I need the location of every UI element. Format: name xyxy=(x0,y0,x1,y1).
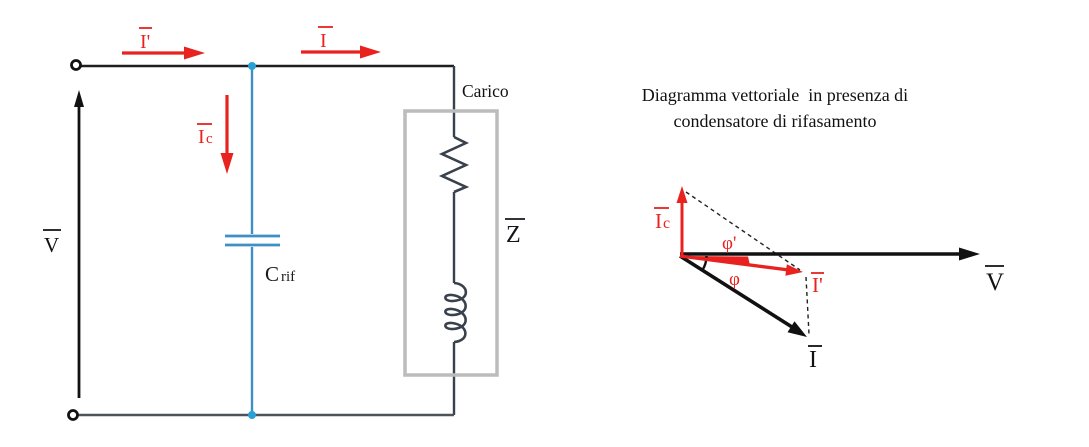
vd-v-label: V xyxy=(986,269,1004,296)
voltage-label: V xyxy=(44,233,59,257)
vd-ic-label-base: I xyxy=(655,209,662,233)
impedance-label-group: Z xyxy=(505,218,525,248)
vector-diagram: Diagramma vettoriale in presenza di cond… xyxy=(642,85,1004,373)
circuit-diagram: V I' I I c C rif Caric xyxy=(43,26,525,421)
i-label: I xyxy=(320,30,327,52)
diagonal-arrowhead-icon xyxy=(787,321,807,337)
impedance-label: Z xyxy=(506,222,521,248)
vector-diagram-title-line1: Diagramma vettoriale in presenza di xyxy=(642,85,908,105)
down-arrowhead-icon xyxy=(220,153,234,174)
current-arrow-i-prime: I' xyxy=(122,27,205,60)
node-dot-bottom xyxy=(248,411,256,419)
vd-v-label-group: V xyxy=(985,265,1004,296)
ic-label-base: I xyxy=(198,126,205,148)
capacitor-branch xyxy=(225,62,280,419)
current-arrow-ic: I c xyxy=(197,95,234,174)
capacitor-label-sub: rif xyxy=(281,269,295,285)
node-dot-top xyxy=(248,62,256,70)
diagonal-arrowhead-icon xyxy=(785,264,803,276)
resistor-symbol xyxy=(438,135,470,194)
current-arrow-i: I xyxy=(301,26,381,59)
right-arrowhead-icon xyxy=(360,45,381,59)
vd-i-prime-label-group: I' xyxy=(811,272,824,297)
ic-label-sub: c xyxy=(206,131,213,147)
phi-label: φ xyxy=(729,269,740,290)
vd-i-label-group: I xyxy=(808,345,822,373)
voltage-arrow xyxy=(74,90,84,398)
vector-shaft xyxy=(679,254,793,329)
vd-ic-label-group: I c xyxy=(654,207,670,233)
terminal-bottom xyxy=(67,409,79,421)
voltage-arrowhead-icon xyxy=(74,90,84,107)
vd-ic-label-sub: c xyxy=(663,215,670,232)
vector-shaft xyxy=(679,254,790,272)
phi-prime-label: φ' xyxy=(722,233,736,254)
capacitor-label-base: C xyxy=(265,262,279,286)
vector-ic xyxy=(676,186,688,256)
right-arrowhead-icon xyxy=(184,46,205,60)
right-arrowhead-icon xyxy=(959,247,980,261)
vd-i-label: I xyxy=(809,347,817,373)
construction-line-iprime-to-i xyxy=(805,276,810,335)
terminal-top xyxy=(70,59,82,71)
load-box xyxy=(403,109,499,377)
vector-i xyxy=(679,254,807,337)
vector-diagram-title-line2: condensatore di rifasamento xyxy=(674,111,877,131)
up-arrowhead-icon xyxy=(676,186,688,203)
inductor-symbol xyxy=(444,281,468,344)
capacitor-label-group: C rif xyxy=(265,262,295,286)
load-title-label: Carico xyxy=(462,81,509,101)
i-prime-label: I' xyxy=(140,31,150,53)
vd-i-prime-label: I' xyxy=(812,273,823,297)
construction-line-ic-to-iprime xyxy=(685,191,801,271)
vector-i-prime xyxy=(679,254,803,276)
voltage-label-group: V xyxy=(43,229,61,257)
vector-v xyxy=(680,247,980,261)
